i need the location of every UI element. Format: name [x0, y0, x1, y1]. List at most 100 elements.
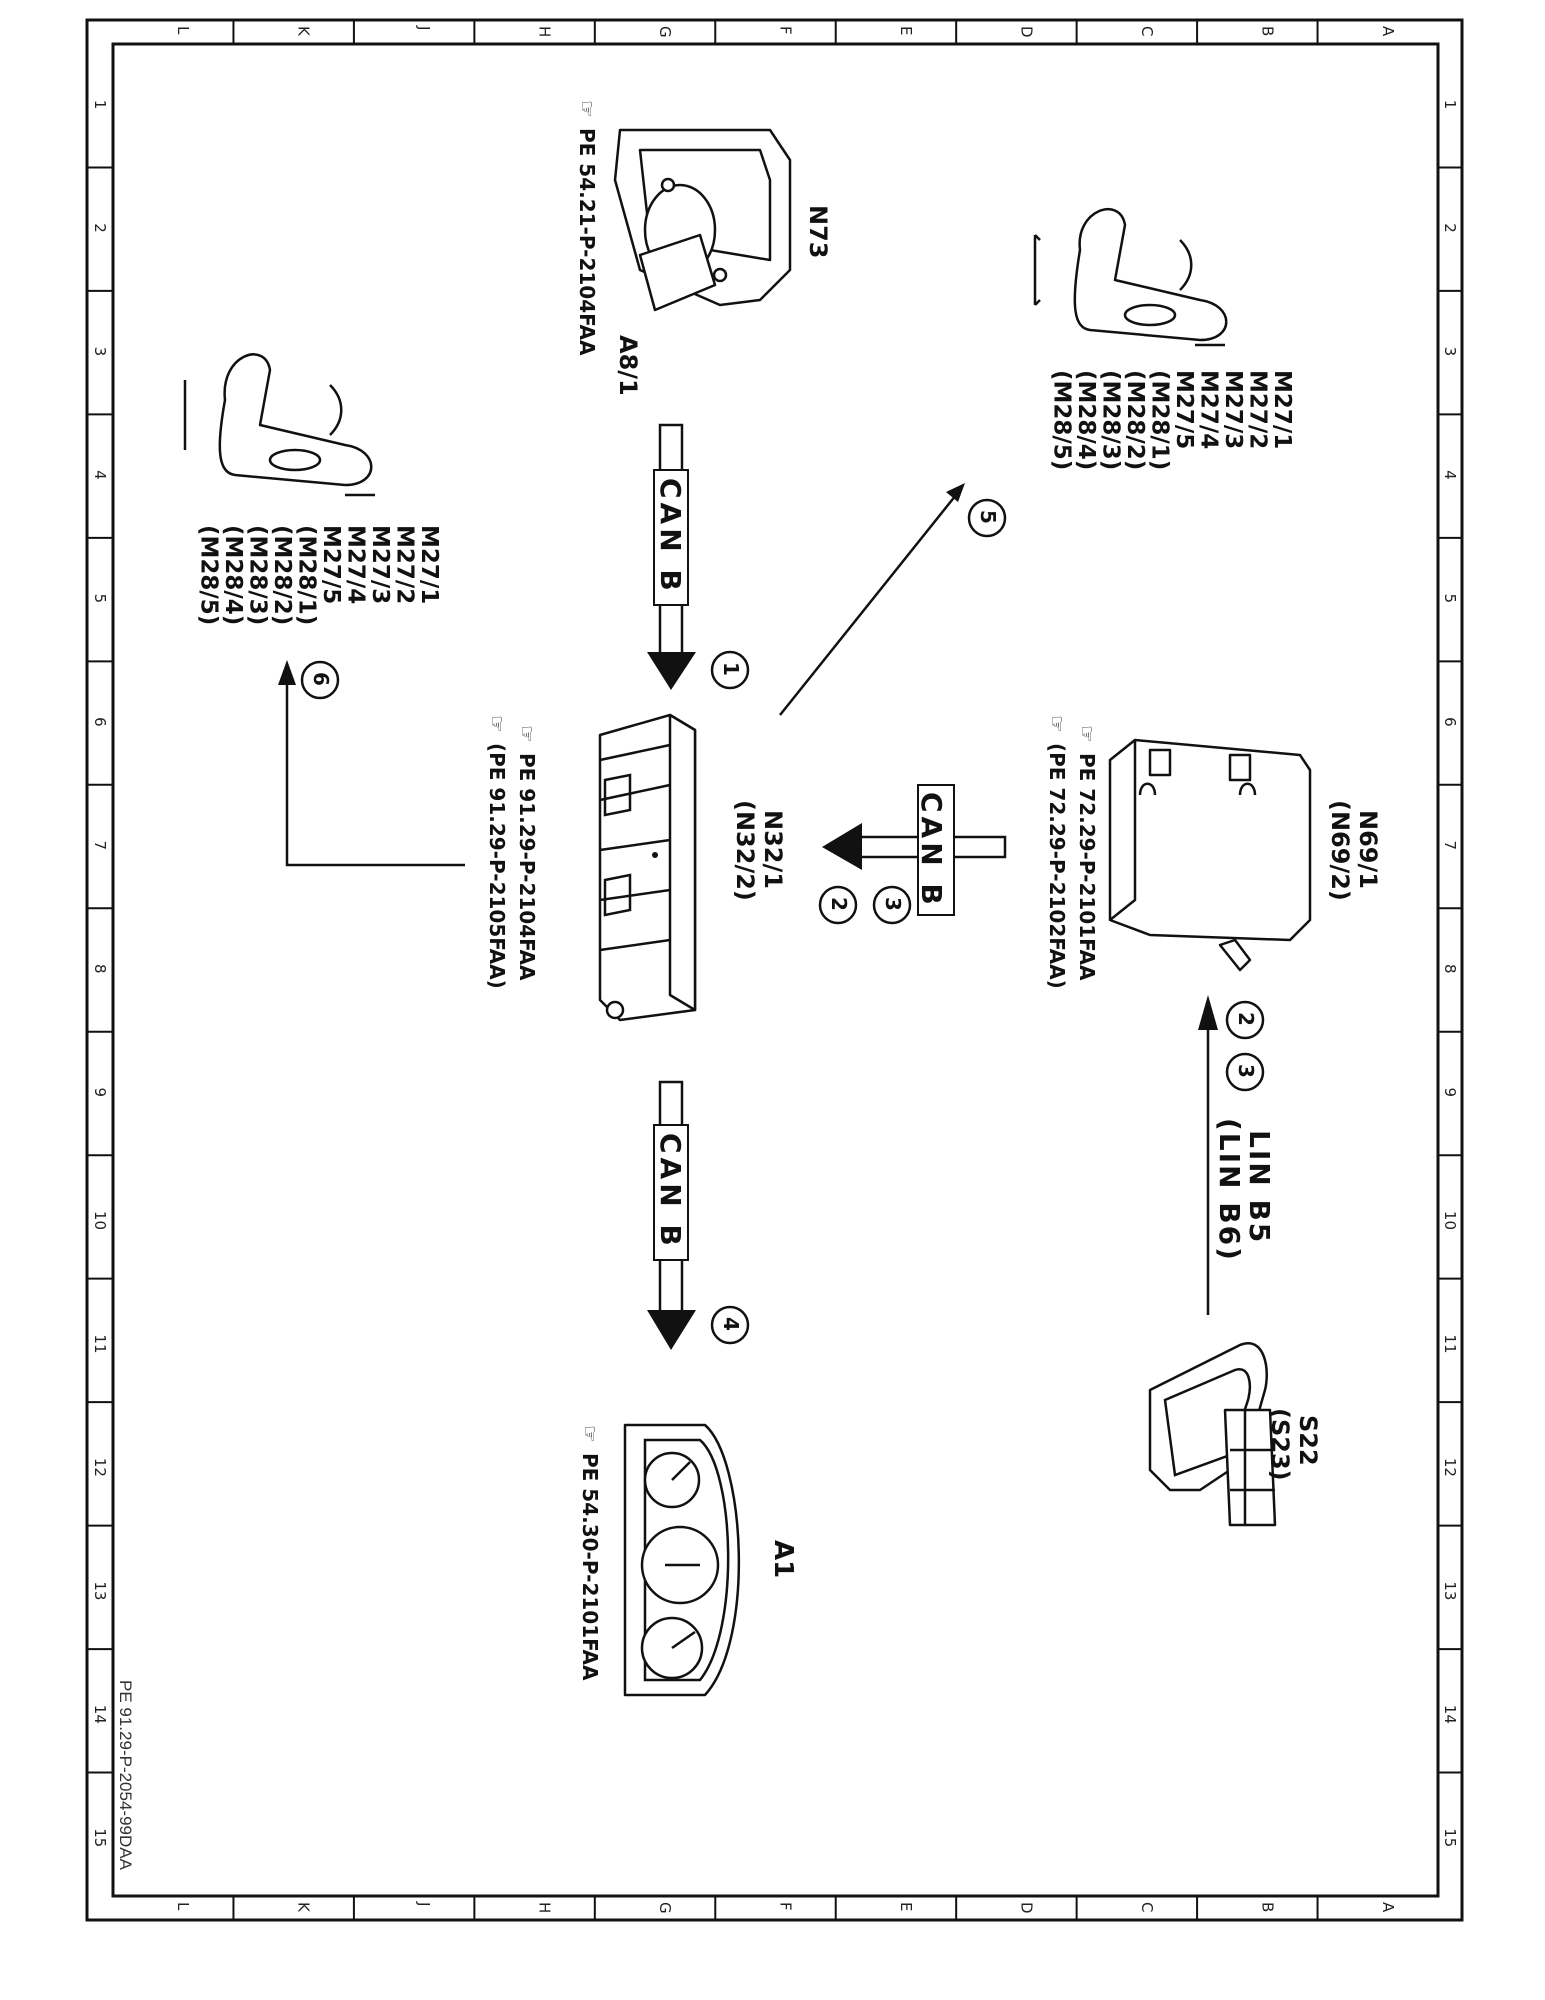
- grid-letter: F: [777, 26, 795, 35]
- seat-motor-symbol-right: [1033, 207, 1228, 347]
- grid-letter: J: [415, 1901, 433, 1906]
- motor-label: (M28/1): [1147, 370, 1173, 470]
- can-b-bottom-label: CAN B: [654, 1133, 687, 1250]
- motor-label: (M28/2): [269, 525, 295, 625]
- pointer-hand-icon: ☞: [485, 715, 509, 733]
- grid-number: 2: [1441, 223, 1459, 233]
- svg-text:2: 2: [827, 897, 851, 911]
- grid-number: 10: [91, 1211, 109, 1230]
- grid-number: 11: [1441, 1334, 1459, 1353]
- svg-text:6: 6: [309, 672, 333, 686]
- grid-letter: G: [656, 26, 674, 38]
- ignition-switch-n73: [613, 128, 792, 312]
- step-6: 6: [300, 660, 340, 700]
- grid-number: 9: [1441, 1087, 1459, 1097]
- n73-label: N73: [804, 205, 832, 258]
- a81-label: A8/1: [614, 335, 642, 396]
- motor-label: (M28/5): [1049, 370, 1075, 470]
- grid-number: 5: [91, 594, 109, 604]
- step-1: 1: [710, 650, 750, 690]
- grid-number: 4: [91, 470, 109, 480]
- svg-text:2: 2: [1234, 1012, 1258, 1026]
- lin-b5-label: LIN B5: [1243, 1130, 1276, 1244]
- grid-letter: E: [897, 26, 915, 35]
- n32-label-alt: (N32/2): [731, 800, 759, 901]
- grid-letter: G: [656, 1902, 674, 1914]
- svg-text:3: 3: [881, 897, 905, 911]
- motor-list-left: M27/1M27/2M27/3M27/4M27/5(M28/1)(M28/2)(…: [196, 525, 443, 625]
- n69-label-alt: (N69/2): [1326, 800, 1354, 901]
- grid-number: 4: [1441, 470, 1459, 480]
- svg-text:1: 1: [719, 662, 743, 676]
- motor-label: M27/5: [318, 525, 344, 604]
- grid-number: 3: [91, 347, 109, 357]
- pointer-hand-icon: ☞: [515, 725, 539, 743]
- grid-number: 13: [1441, 1581, 1459, 1600]
- motor-label: M27/4: [1196, 370, 1222, 449]
- n69-ref-2: (PE 72.29-P-2102FAA): [1045, 743, 1069, 989]
- grid-letter: L: [174, 1902, 192, 1911]
- can-bus-bottom-arrow: [647, 1080, 696, 1350]
- grid-number: 5: [1441, 594, 1459, 604]
- grid-letter: H: [536, 1902, 554, 1913]
- grid-number: 12: [91, 1458, 109, 1477]
- step-3: 3: [872, 885, 912, 925]
- motor-label: M27/3: [1220, 370, 1246, 449]
- grid-letter: H: [536, 26, 554, 37]
- a1-ref: PE 54.30-P-2101FAA: [578, 1453, 602, 1681]
- step-2: 2: [818, 885, 858, 925]
- n32-label: N32/1: [759, 810, 787, 889]
- pointer-hand-icon: ☞: [575, 100, 599, 118]
- grid-number: 7: [91, 841, 109, 851]
- step-2b: 2: [1225, 1000, 1265, 1040]
- arrow-to-right-motors: [779, 489, 961, 716]
- s22-label: S22: [1294, 1415, 1322, 1466]
- grid-letter: A: [1379, 26, 1397, 37]
- motor-label: M27/2: [392, 525, 418, 604]
- s23-label: (S23): [1266, 1408, 1294, 1481]
- arrow-to-left-motors: [285, 670, 465, 867]
- pointer-hand-icon: ☞: [1045, 715, 1069, 733]
- motor-label: (M28/3): [245, 525, 271, 625]
- step-3b: 3: [1225, 1052, 1265, 1092]
- grid-letter: B: [1258, 26, 1276, 36]
- motor-list-right: M27/1M27/2M27/3M27/4M27/5(M28/1)(M28/2)(…: [1049, 370, 1296, 470]
- can-b-top-label: CAN B: [654, 478, 687, 595]
- drawing-code: PE 91.29-P-2054-99DAA: [116, 1680, 135, 1871]
- motor-label: (M28/4): [220, 525, 246, 625]
- seat-adjust-switch-s22: [1148, 1342, 1277, 1527]
- grid-number: 12: [1441, 1458, 1459, 1477]
- n69-label: N69/1: [1354, 810, 1382, 889]
- grid-letter: J: [415, 25, 433, 30]
- grid-number: 6: [91, 717, 109, 727]
- grid-number: 11: [91, 1334, 109, 1353]
- grid-number: 3: [1441, 347, 1459, 357]
- can-bus-top-arrow: [647, 423, 696, 690]
- motor-label: (M28/3): [1098, 370, 1124, 470]
- can-b-right-label: CAN B: [915, 792, 948, 909]
- grid-number: 9: [91, 1087, 109, 1097]
- grid-number: 10: [1441, 1211, 1459, 1230]
- grid-number: 1: [1441, 100, 1459, 110]
- grid-letter: L: [174, 26, 192, 35]
- motor-label: M27/4: [343, 525, 369, 604]
- can-bus-right-arrow: [822, 784, 1007, 916]
- grid-number: 7: [1441, 841, 1459, 851]
- grid-number: 1: [91, 100, 109, 110]
- grid-letter: F: [777, 1902, 795, 1911]
- n32-ref-1: PE 91.29-P-2104FAA: [515, 753, 539, 981]
- grid-letter: D: [1017, 26, 1035, 38]
- motor-label: (M28/4): [1073, 370, 1099, 470]
- motor-label: M27/1: [1269, 370, 1295, 449]
- n69-ref-1: PE 72.29-P-2101FAA: [1075, 753, 1099, 981]
- step-5: 5: [967, 498, 1007, 538]
- grid-number: 14: [1441, 1705, 1459, 1724]
- motor-label: (M28/2): [1122, 370, 1148, 470]
- motor-label: M27/3: [367, 525, 393, 604]
- door-control-unit-n69: [1108, 738, 1312, 972]
- step-4: 4: [710, 1305, 750, 1345]
- seat-control-unit-n32: [598, 713, 697, 1022]
- grid-letter: D: [1017, 1902, 1035, 1914]
- motor-label: M27/1: [416, 525, 442, 604]
